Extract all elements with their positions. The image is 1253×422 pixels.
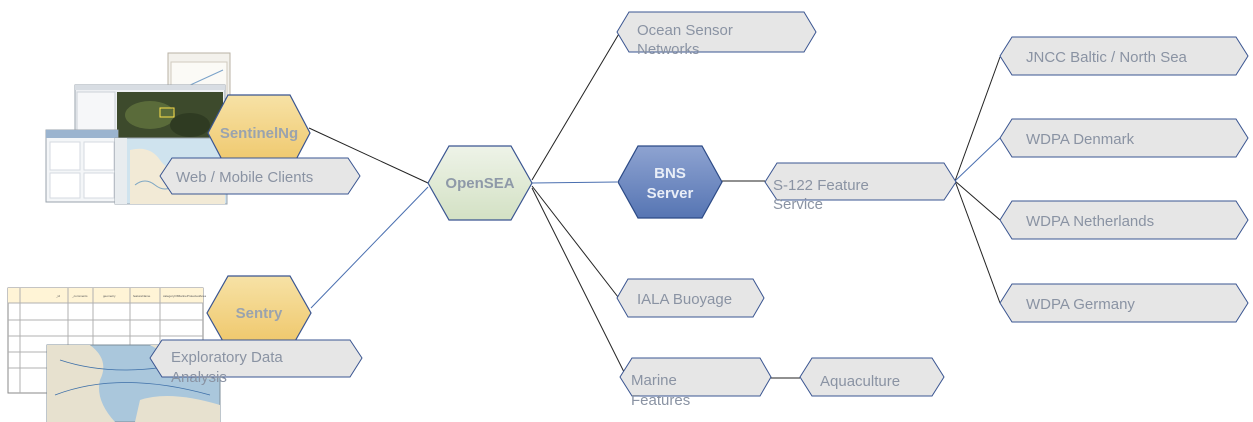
table-header-featurename: featureName bbox=[133, 294, 151, 298]
s122-label-line2: Service bbox=[773, 196, 823, 213]
pill-wdpa-denmark[interactable]: WDPA Denmark bbox=[999, 118, 1249, 158]
marine-label-line1: Marine bbox=[631, 372, 677, 389]
pill-aquaculture[interactable]: Aquaculture bbox=[799, 357, 945, 397]
edge-opensea-ocean bbox=[531, 31, 621, 181]
ocean-label-line1: Ocean Sensor bbox=[637, 22, 733, 39]
pill-wdpa-germany[interactable]: WDPA Germany bbox=[999, 283, 1249, 323]
edge-opensea-iala bbox=[531, 185, 619, 298]
ocean-label-line2: Networks bbox=[637, 41, 700, 58]
pill-wdpa-netherlands[interactable]: WDPA Netherlands bbox=[999, 200, 1249, 240]
marine-label-line2: Features bbox=[631, 392, 690, 409]
edge-opensea-sentinelng bbox=[308, 127, 429, 184]
table-header-comments: _comments bbox=[71, 294, 88, 298]
edge-opensea-bns bbox=[531, 181, 618, 184]
edge-s122-jncc bbox=[954, 56, 1001, 182]
pill-iala-buoyage[interactable]: IALA Buoyage bbox=[616, 278, 765, 318]
hex-opensea-label: OpenSEA bbox=[445, 175, 514, 192]
wdpa-de-label: WDPA Germany bbox=[1026, 296, 1135, 313]
pill-marine-features[interactable]: Marine Features bbox=[619, 357, 772, 409]
pill-exploratory-data-analysis[interactable]: Exploratory Data Analysis bbox=[149, 339, 363, 386]
wdpa-nl-label: WDPA Netherlands bbox=[1026, 213, 1154, 230]
edge-s122-wdpa-nl bbox=[954, 180, 1001, 221]
hex-sentry-label: Sentry bbox=[236, 305, 283, 322]
hex-sentinelng-label: SentinelNg bbox=[220, 125, 298, 142]
pill-ocean-sensor-networks[interactable]: Ocean Sensor Networks bbox=[616, 11, 817, 58]
pill-web-mobile-clients[interactable]: Web / Mobile Clients bbox=[159, 157, 361, 195]
hex-opensea[interactable]: OpenSEA bbox=[427, 145, 533, 221]
edge-s122-wdpa-dk bbox=[954, 137, 1001, 182]
hex-bns-server[interactable]: BNS Server bbox=[617, 145, 723, 219]
aquaculture-label: Aquaculture bbox=[820, 373, 900, 390]
hex-sentry[interactable]: Sentry bbox=[206, 275, 312, 351]
edge-opensea-marine bbox=[531, 187, 628, 379]
eda-label-line2: Analysis bbox=[171, 369, 227, 386]
table-header-geometry: geometry bbox=[103, 294, 116, 298]
sentinelng-screenshots bbox=[45, 52, 231, 205]
edge-s122-wdpa-de bbox=[954, 180, 1001, 304]
web-mobile-label: Web / Mobile Clients bbox=[176, 169, 313, 186]
table-header-category: categoryOfMarineProtectedArea bbox=[163, 294, 206, 298]
jncc-label: JNCC Baltic / North Sea bbox=[1026, 49, 1188, 66]
eda-label-line1: Exploratory Data bbox=[171, 349, 283, 366]
dashboard-thumbnail bbox=[45, 129, 119, 203]
pill-jncc-baltic-north-sea[interactable]: JNCC Baltic / North Sea bbox=[999, 36, 1249, 76]
table-header-id: _id bbox=[55, 294, 60, 298]
s122-label-line1: S-122 Feature bbox=[773, 177, 869, 194]
pill-s122-feature-service[interactable]: S-122 Feature Service bbox=[764, 162, 957, 213]
hex-bns-label-line2: Server bbox=[647, 185, 694, 202]
hex-bns-label-line1: BNS bbox=[654, 165, 686, 182]
iala-label: IALA Buoyage bbox=[637, 291, 732, 308]
wdpa-dk-label: WDPA Denmark bbox=[1026, 131, 1135, 148]
edge-opensea-sentry bbox=[310, 186, 429, 309]
connector-lines bbox=[308, 31, 1001, 379]
